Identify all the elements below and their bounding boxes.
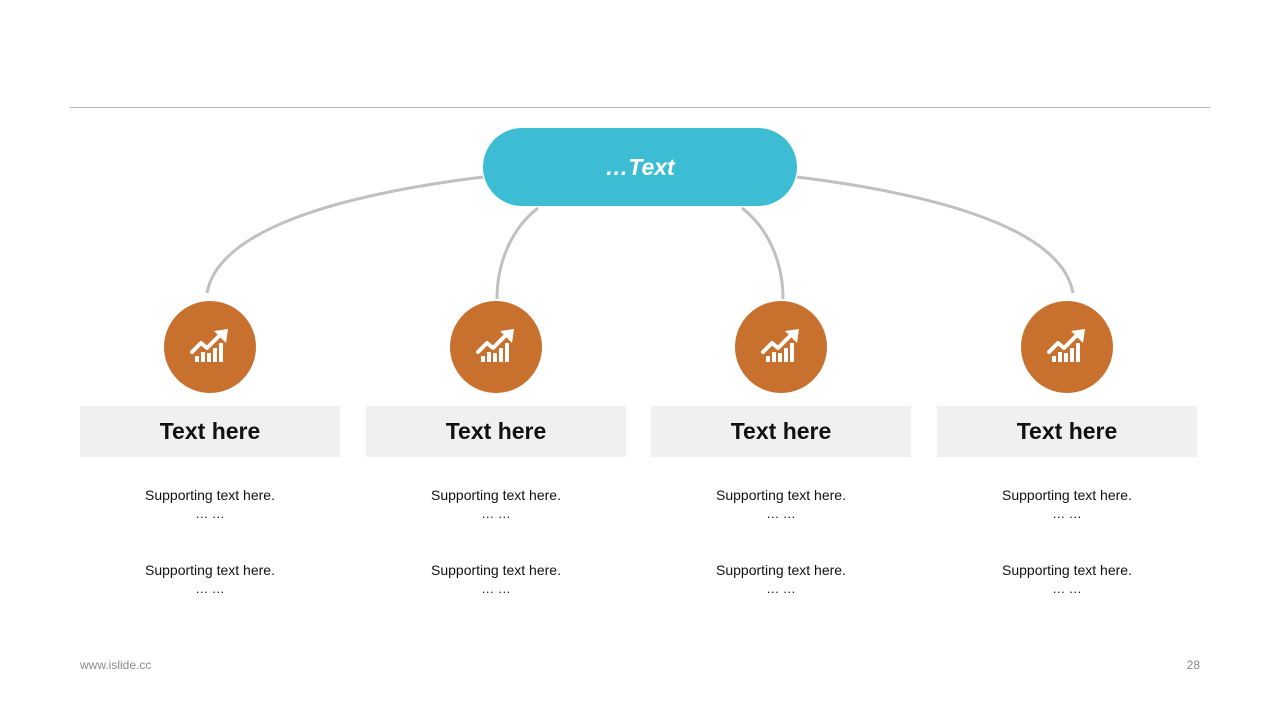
supporting-text-1: Supporting text here. … … <box>366 485 626 523</box>
branch-title: Text here <box>1016 418 1118 444</box>
footer-website: www.islide.cc <box>80 658 152 672</box>
branch-title-box: Text here <box>366 406 626 457</box>
supporting-text-2: Supporting text here. … … <box>80 560 340 598</box>
supporting-line: Supporting text here. <box>145 562 275 578</box>
branch-title: Text here <box>730 418 832 444</box>
top-divider <box>70 107 1210 108</box>
connector-2 <box>495 206 539 300</box>
branch-title: Text here <box>159 418 261 444</box>
supporting-line: Supporting text here. <box>431 487 561 503</box>
chart-growth-icon <box>735 301 827 393</box>
supporting-dots: … … <box>766 581 796 596</box>
connector-3 <box>741 206 785 300</box>
branch-title-box: Text here <box>937 406 1197 457</box>
hub-label: …Text <box>605 153 675 180</box>
supporting-dots: … … <box>195 506 225 521</box>
supporting-line: Supporting text here. <box>145 487 275 503</box>
branch-title: Text here <box>445 418 547 444</box>
chart-growth-icon <box>164 301 256 393</box>
supporting-line: Supporting text here. <box>716 562 846 578</box>
page-number: 28 <box>1186 658 1200 672</box>
supporting-dots: … … <box>195 581 225 596</box>
supporting-text-2: Supporting text here. … … <box>651 560 911 598</box>
supporting-text-1: Supporting text here. … … <box>80 485 340 523</box>
branch-title-box: Text here <box>80 406 340 457</box>
supporting-text-2: Supporting text here. … … <box>937 560 1197 598</box>
chart-growth-icon <box>450 301 542 393</box>
supporting-line: Supporting text here. <box>1002 487 1132 503</box>
supporting-dots: … … <box>1052 581 1082 596</box>
supporting-dots: … … <box>481 581 511 596</box>
hub-node: …Text <box>483 128 797 206</box>
connector-4 <box>796 175 1075 294</box>
branch-title-box: Text here <box>651 406 911 457</box>
supporting-text-1: Supporting text here. … … <box>937 485 1197 523</box>
supporting-dots: … … <box>1052 506 1082 521</box>
supporting-line: Supporting text here. <box>431 562 561 578</box>
supporting-dots: … … <box>481 506 511 521</box>
supporting-line: Supporting text here. <box>716 487 846 503</box>
supporting-text-2: Supporting text here. … … <box>366 560 626 598</box>
supporting-text-1: Supporting text here. … … <box>651 485 911 523</box>
supporting-dots: … … <box>766 506 796 521</box>
supporting-line: Supporting text here. <box>1002 562 1132 578</box>
connector-1 <box>205 175 484 294</box>
chart-growth-icon <box>1021 301 1113 393</box>
